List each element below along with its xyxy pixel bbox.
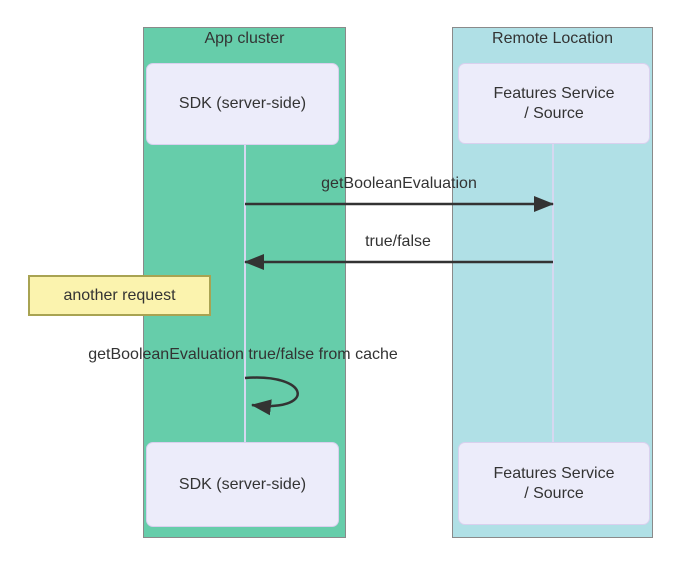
message-label-true-false: true/false [365,233,431,250]
message-label-getBooleanEvaluation: getBooleanEvaluation [321,175,477,192]
note-another-request: another request [28,275,211,316]
actor-features-service-bottom: Features Service / Source [458,442,650,525]
app-cluster-title: App cluster [204,30,285,47]
actor-features-service-top: Features Service / Source [458,63,650,144]
message-label-cache: getBooleanEvaluation true/false from cac… [88,346,398,363]
sdk-lifeline [244,144,246,443]
actor-sdk-top: SDK (server-side) [146,63,339,145]
remote-location-title: Remote Location [492,30,613,47]
features-service-lifeline [552,144,554,443]
actor-sdk-bottom: SDK (server-side) [146,442,339,527]
